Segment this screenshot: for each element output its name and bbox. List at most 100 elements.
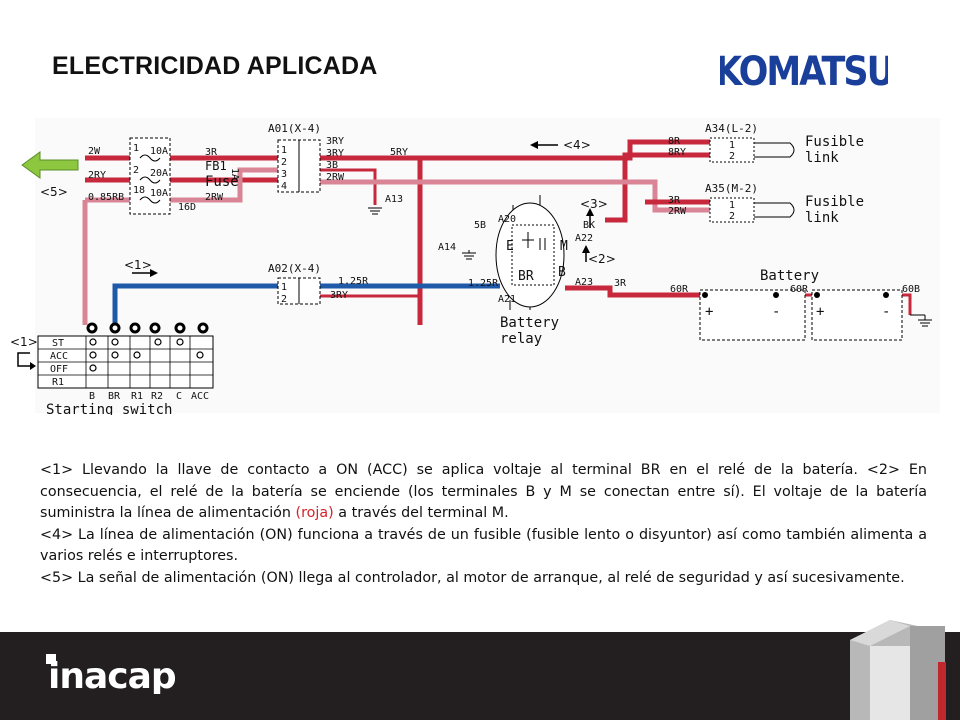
fuse-num-1: 1 [133,143,139,154]
a01-wire-1: 3RY [326,136,344,147]
relay-a20: A20 [498,214,516,225]
arrow-left-4 [530,141,538,149]
wire-blue-br [112,283,278,325]
relay-a23: A23 [575,277,593,288]
a34-wire-8ry: 8RY [668,147,686,158]
a01-out-5ry: 5RY [390,147,408,158]
relay-wire-bk: BK [583,220,595,231]
switch-row-acc: ACC [50,351,68,362]
switch-row-off: OFF [50,364,68,375]
switch-row-st: ST [52,338,64,349]
switch-col-br: BR [108,391,121,402]
ground-a14 [462,250,476,260]
komatsu-logo: KOMATSU [720,48,888,92]
relay-term-m: M [560,239,568,254]
fuse-pin-16d: 16D [178,202,196,213]
callout-4: <4> [563,138,591,152]
a01-pin-2: 2 [281,157,287,168]
relay-name-2: relay [500,331,542,347]
a35-pin-1: 1 [729,200,735,211]
callout-5: <5> [40,185,68,199]
arrow-bracket-1 [17,352,30,367]
a02-wire-2: 3RY [330,290,348,301]
fuse-amp-3: 10A [150,188,168,199]
callout-arrows [17,141,594,370]
callout-2: <2> [588,252,616,266]
inacap-logo: inacap [46,654,177,694]
fuse-fb1: FB1 [205,159,227,173]
fuse-label: Fuse [205,174,239,190]
inacap-logo-mark [46,654,56,664]
battery-wire-60r-1: 60R [670,284,689,295]
footer-bar [0,632,960,720]
battery-wire-60r-2: 60R [790,284,809,295]
switch-col-acc: ACC [191,391,209,402]
arrow-up-3 [586,208,594,216]
a35-wire-3r: 3R [668,195,681,206]
description-paragraph-1: <1> Llevando la llave de contacto a ON (… [40,460,927,525]
a35-text-link: link [805,210,839,226]
switch-col-r2: R2 [151,391,163,402]
wire-red-a13 [320,168,377,205]
fuse-num-2: 2 [133,165,139,176]
switch-name: Starting switch [46,402,172,415]
wiring-diagram: <5> <1> <1> <4> <3> <2> 1 2 18 10A 20A 1… [0,110,940,415]
wire-pink-2rw [85,167,278,203]
a34-wire-8r: 8R [668,136,681,147]
arrow-left-5 [21,151,79,179]
relay-term-e: E [506,239,514,254]
inacap-cube-graphic [850,620,946,720]
a35-label: A35(M-2) [705,182,758,195]
a02-pin-2: 2 [281,294,287,305]
ground-a13 [368,207,382,215]
fuse-amp-1: 10A [150,146,168,157]
relay-term-br: BR [518,269,534,284]
fuse-wire-3r: 3R [205,147,218,158]
a34-text-fusible: Fusible [805,134,864,150]
a34-pin-2: 2 [729,151,735,162]
komatsu-logo-text: KOMATSU [720,48,888,92]
wire-red-battery [565,285,700,298]
fusible-link-a34: A34(L-2) 8R 8RY 1 2 Fusible link [668,122,864,166]
a34-pin-1: 1 [729,140,735,151]
a01-label: A01(X-4) [268,122,321,135]
a34-text-link: link [805,150,839,166]
callout-1-left: <1> [10,335,38,349]
arrow-up-2 [582,245,590,253]
a02-pin-1: 1 [281,282,287,293]
battery-minus-1: - [772,304,780,320]
wire-red-a22 [605,152,710,223]
battery-relay: A20 A21 A22 A23 A14 5B 1.25R BK 3R E M B… [438,195,627,347]
relay-name-1: Battery [500,315,559,331]
a35-wire-2rw: 2RW [668,206,687,217]
battery: Battery 60R 60R 60B + - + - [670,268,932,341]
wire-code-2w: 2W [88,146,101,157]
a01-pin-1: 1 [281,145,287,156]
callout-1-top: <1> [124,258,152,272]
a35-text-fusible: Fusible [805,194,864,210]
a01-wire-2: 3RY [326,148,344,159]
battery-wire-60b: 60B [902,284,920,295]
a01-wire-3: 3B [326,160,338,171]
relay-a21: A21 [498,294,516,305]
relay-term-b: B [558,265,566,280]
description: <1> Llevando la llave de contacto a ON (… [40,460,927,589]
relay-wire-125r: 1.25R [468,278,499,289]
description-paragraph-3: <5> La señal de alimentación (ON) llega … [40,569,905,586]
a01-pin-4: 4 [281,181,287,192]
inacap-logo-text: inacap [48,656,176,694]
fuse-block: 1 2 18 10A 20A 10A 16D 3R FB1 Fuse 2RW 1… [129,137,240,215]
battery-plus-1: + [705,304,713,320]
wire-red-top [85,139,710,161]
a35-pin-2: 2 [729,211,735,222]
fuse-wire-2rw: 2RW [205,192,224,203]
fuse-num-3: 18 [133,185,145,196]
switch-row-r1: R1 [52,377,64,388]
fuse-pin-1a: 1A [229,168,240,180]
fusible-link-a35: A35(M-2) 3R 2RW 1 2 Fusible link [668,182,864,226]
battery-minus-2: - [882,304,890,320]
callout-3: <3> [580,197,608,211]
relay-wire-5b: 5B [474,220,486,231]
switch-col-c: C [176,391,182,402]
connector-a02: A02(X-4) 1 2 1.25R 3RY [268,262,369,305]
